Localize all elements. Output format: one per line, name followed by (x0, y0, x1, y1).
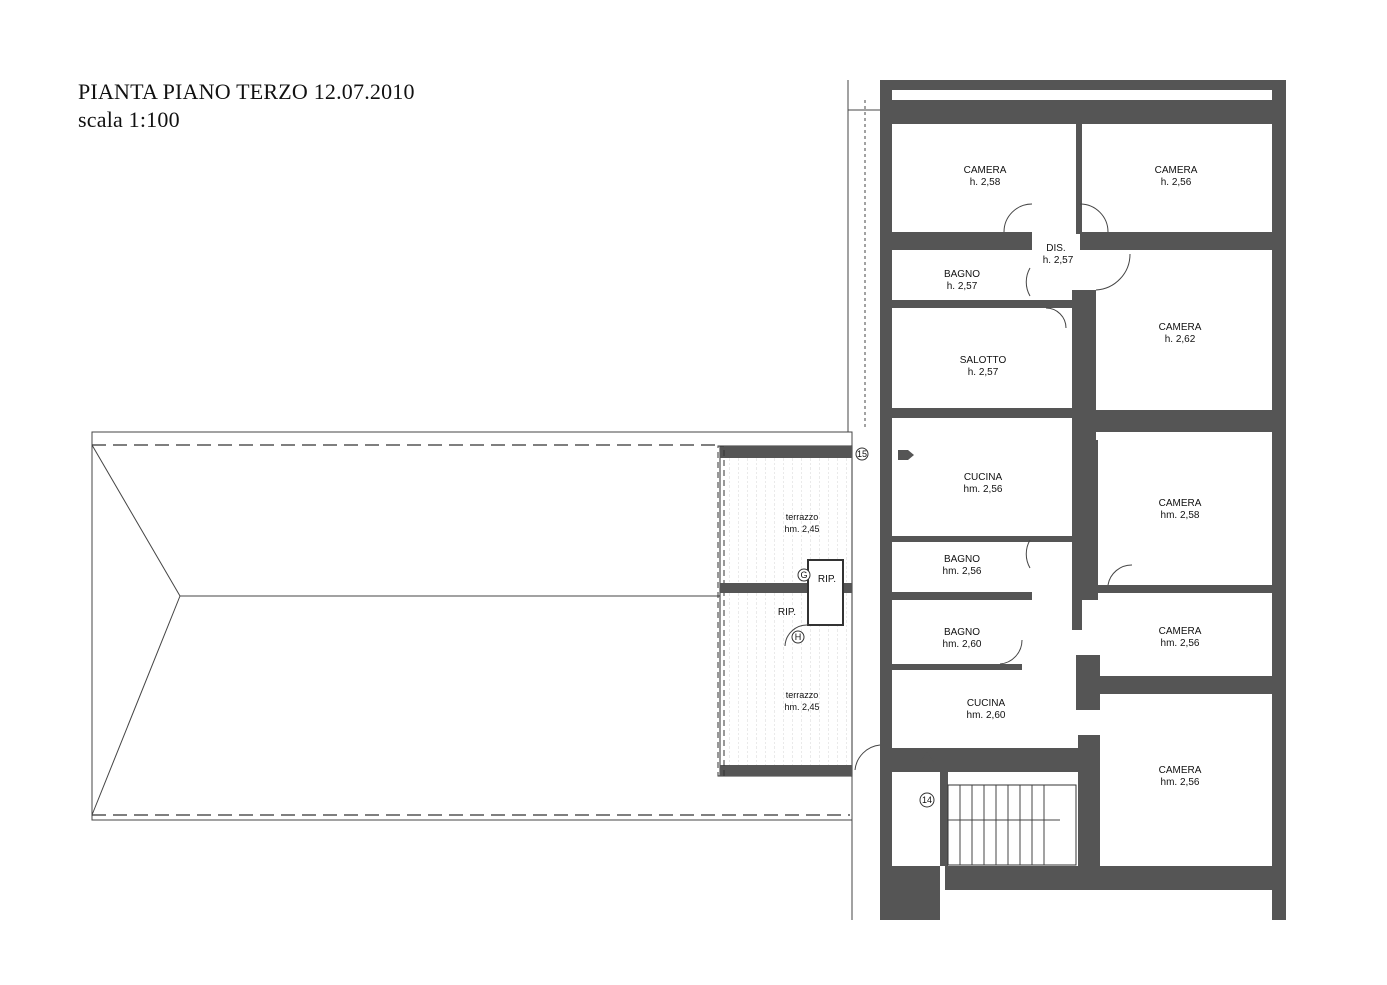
svg-text:CAMERA: CAMERA (1159, 626, 1202, 637)
room-label: terrazzo hm. 2,45 (784, 690, 819, 712)
svg-text:h. 2,57: h. 2,57 (947, 281, 978, 292)
svg-text:hm. 2,56: hm. 2,56 (1161, 777, 1200, 788)
svg-text:hm. 2,45: hm. 2,45 (784, 702, 819, 712)
svg-text:h. 2,57: h. 2,57 (968, 367, 999, 378)
plan-title: PIANTA PIANO TERZO 12.07.2010 (78, 79, 415, 104)
stairwell (947, 784, 1077, 866)
marker-g: G (797, 568, 811, 582)
svg-text:hm. 2,56: hm. 2,56 (943, 566, 982, 577)
svg-text:hm. 2,56: hm. 2,56 (1161, 638, 1200, 649)
svg-text:SALOTTO: SALOTTO (960, 355, 1007, 366)
marker-14: 14 (919, 752, 935, 808)
svg-text:15: 15 (857, 449, 867, 459)
svg-text:CUCINA: CUCINA (967, 698, 1006, 709)
terrace-area (717, 445, 853, 777)
room-label: RIP. (818, 574, 836, 585)
plan-title-block: PIANTA PIANO TERZO 12.07.2010 scala 1:10… (78, 78, 415, 134)
svg-text:G: G (800, 570, 807, 580)
svg-text:h. 2,56: h. 2,56 (1161, 177, 1192, 188)
room-label: DIS.h. 2,57 (1043, 243, 1074, 266)
svg-text:hm. 2,58: hm. 2,58 (1161, 510, 1200, 521)
plan-scale: scala 1:100 (78, 107, 180, 132)
svg-text:terrazzo: terrazzo (786, 512, 819, 522)
svg-text:hm. 2,45: hm. 2,45 (784, 524, 819, 534)
svg-text:BAGNO: BAGNO (944, 269, 980, 280)
svg-text:14: 14 (922, 795, 932, 805)
marker-h: H (791, 630, 805, 644)
svg-text:CAMERA: CAMERA (1155, 165, 1198, 176)
svg-text:h. 2,57: h. 2,57 (1043, 255, 1074, 266)
svg-text:RIP.: RIP. (778, 607, 796, 618)
svg-text:H: H (795, 632, 802, 642)
svg-text:terrazzo: terrazzo (786, 690, 819, 700)
svg-text:h. 2,58: h. 2,58 (970, 177, 1001, 188)
svg-text:h. 2,62: h. 2,62 (1165, 334, 1196, 345)
svg-text:CAMERA: CAMERA (1159, 498, 1202, 509)
room-label: terrazzo hm. 2,45 (784, 512, 819, 534)
marker-15: 15 (855, 447, 914, 461)
svg-text:BAGNO: BAGNO (944, 627, 980, 638)
svg-text:CAMERA: CAMERA (964, 165, 1007, 176)
svg-text:hm. 2,60: hm. 2,60 (943, 639, 982, 650)
svg-text:hm. 2,56: hm. 2,56 (964, 484, 1003, 495)
svg-text:BAGNO: BAGNO (944, 554, 980, 565)
svg-text:DIS.: DIS. (1046, 243, 1065, 254)
room-label: RIP. (778, 607, 796, 618)
building-walls (880, 80, 1286, 920)
svg-text:hm. 2,60: hm. 2,60 (967, 710, 1006, 721)
svg-text:RIP.: RIP. (818, 574, 836, 585)
door-swings (784, 203, 1133, 771)
svg-text:CAMERA: CAMERA (1159, 765, 1202, 776)
svg-text:CUCINA: CUCINA (964, 472, 1003, 483)
corridor-lines (847, 80, 880, 920)
svg-text:CAMERA: CAMERA (1159, 322, 1202, 333)
